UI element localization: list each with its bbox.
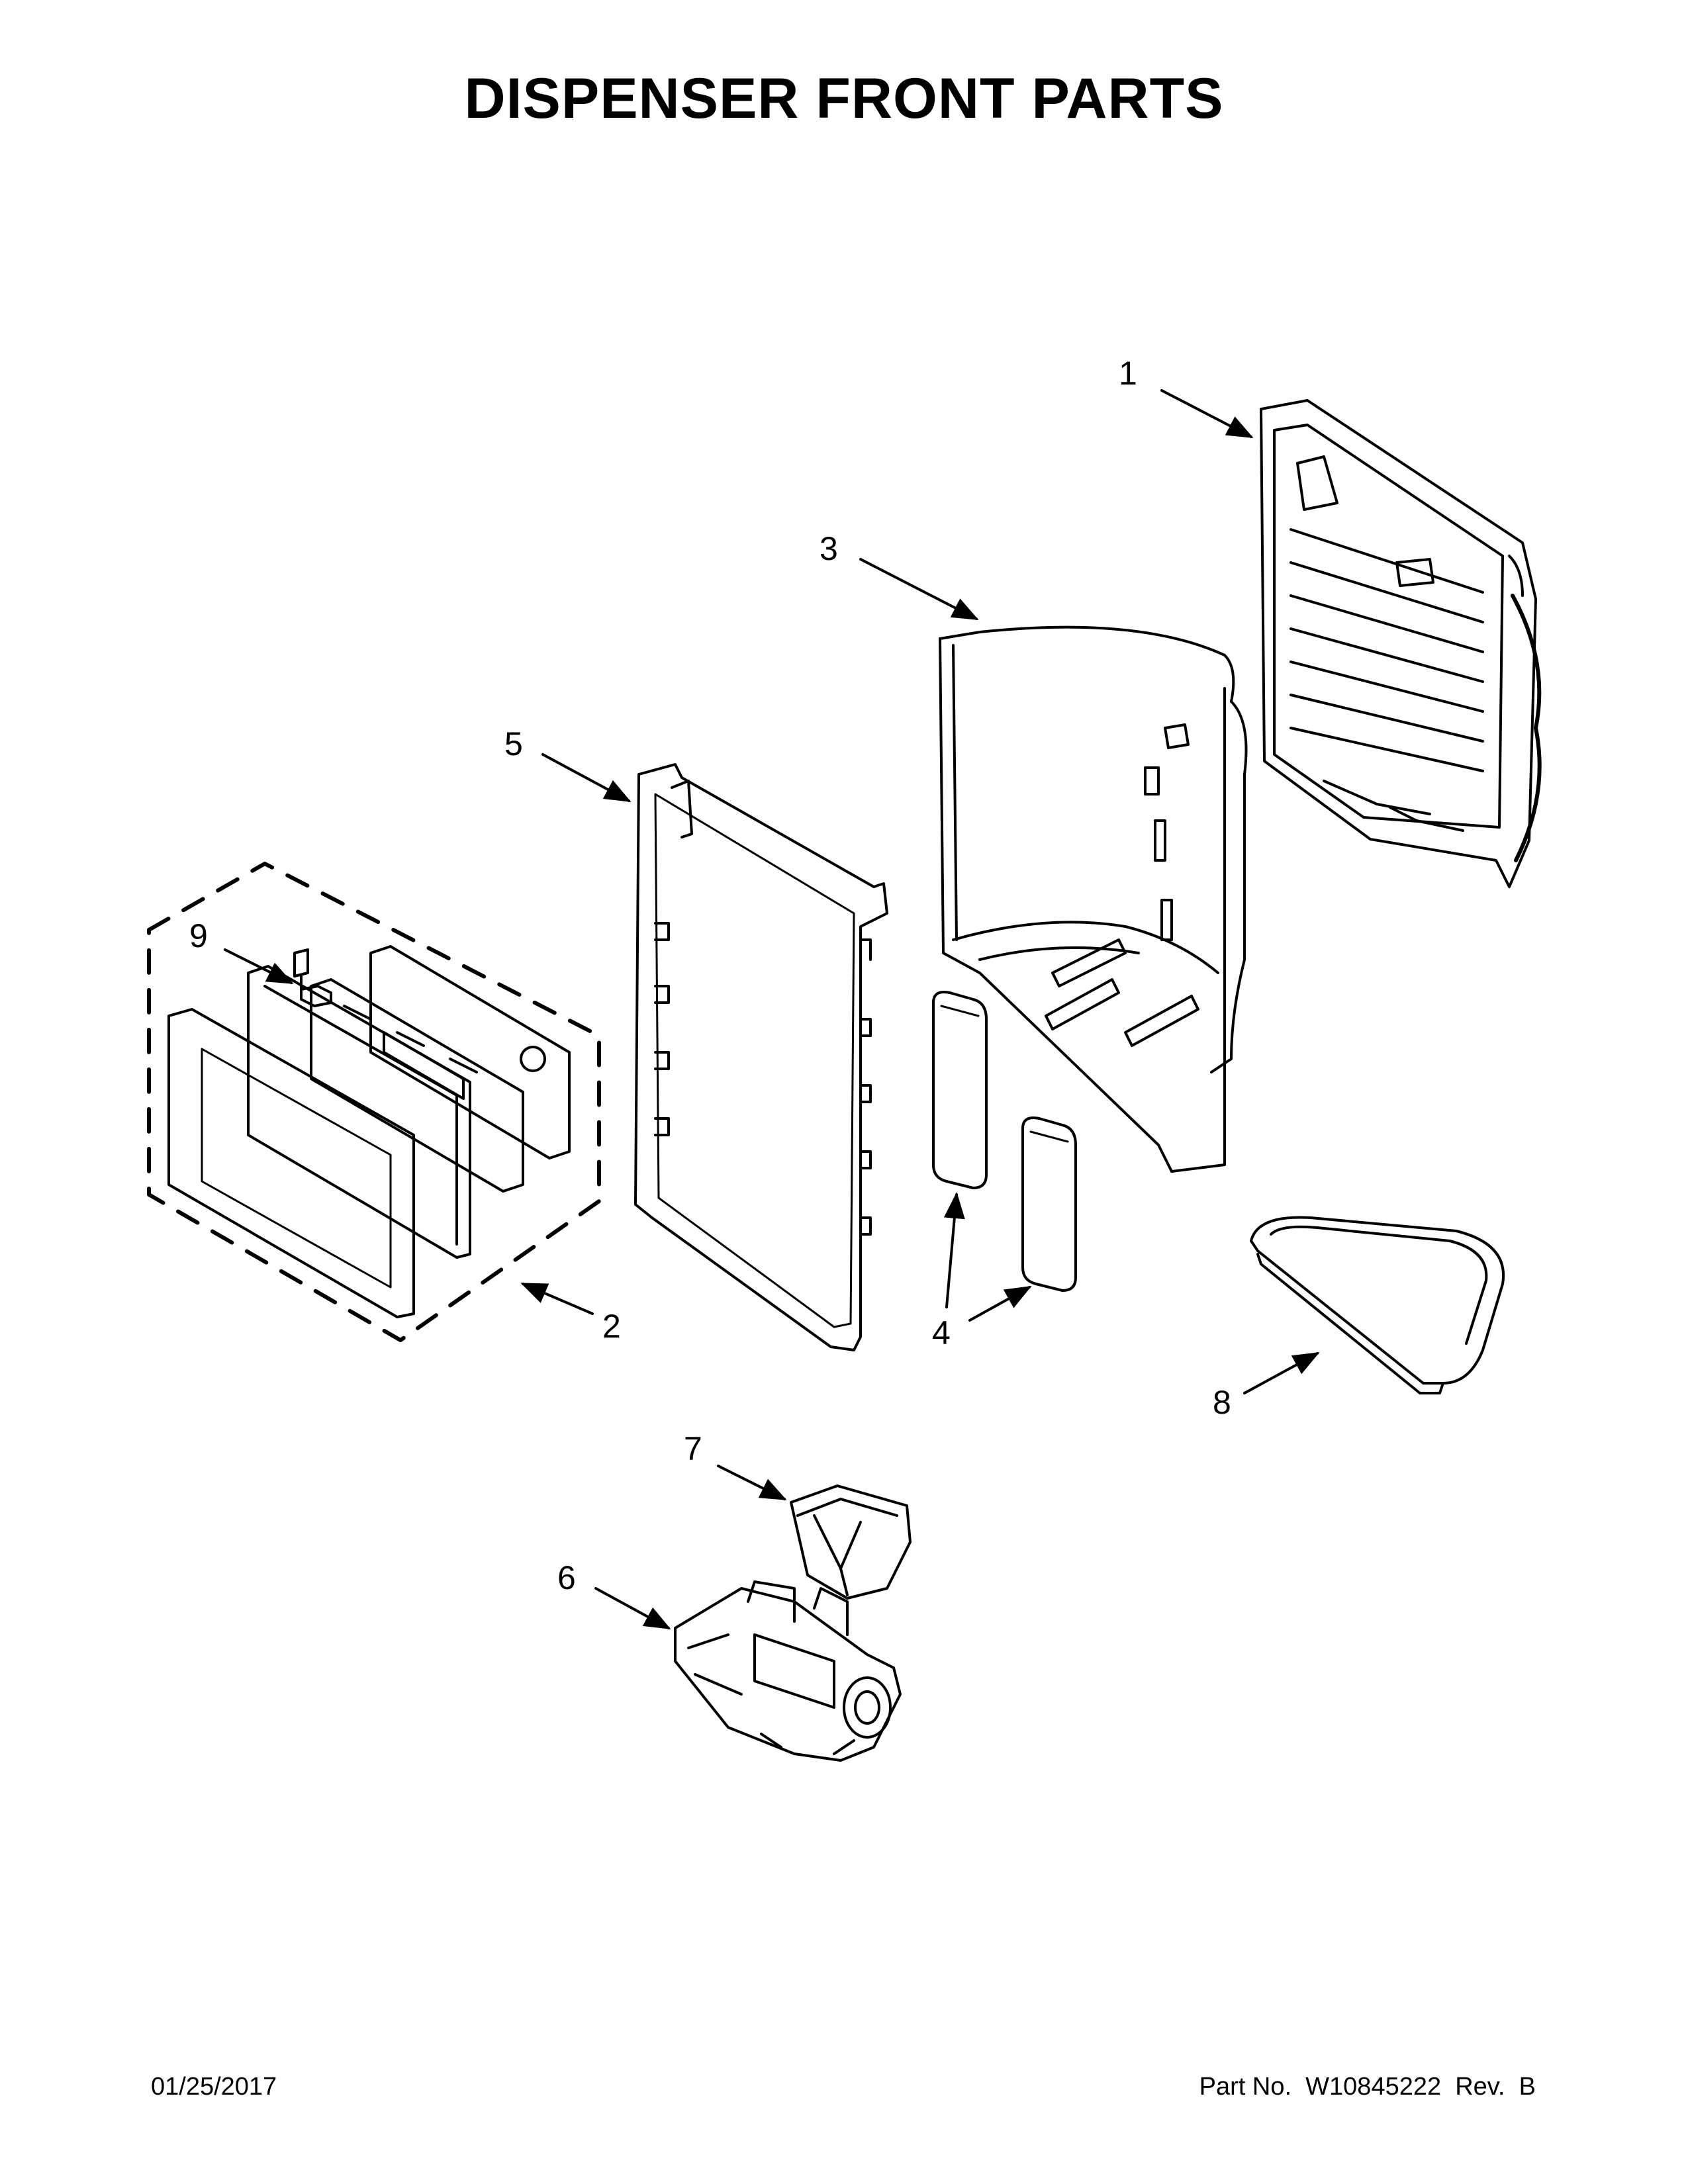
footer-date: 01/25/2017 — [151, 2073, 277, 2101]
arrow-4a — [943, 1192, 965, 1308]
footer-part-number: Part No. W10845222 Rev. B — [1199, 2073, 1536, 2101]
arrow-7 — [717, 1465, 787, 1500]
page-title: DISPENSER FRONT PARTS — [464, 67, 1224, 130]
callout-label-6: 6 — [557, 1559, 576, 1596]
part-7-ice-chute — [790, 1484, 912, 1600]
arrow-9 — [224, 948, 294, 984]
arrow-1 — [1160, 389, 1254, 438]
arrow-6 — [594, 1587, 671, 1629]
part-9-wire-connector — [293, 948, 332, 1007]
callout-arrows — [224, 389, 1320, 1629]
arrow-5 — [541, 753, 632, 802]
part-8-drip-tray — [1250, 1216, 1505, 1394]
part-6-ice-chute-door-assembly — [674, 1580, 902, 1762]
part-4-paddles — [932, 991, 1077, 1292]
part-3-dispenser-recess-liner — [939, 625, 1248, 1173]
part-2-control-assembly — [147, 862, 601, 1342]
arrow-3 — [859, 558, 979, 620]
arrow-4b — [968, 1286, 1032, 1322]
part-5-dispenser-front-frame — [634, 763, 888, 1351]
callout-label-4: 4 — [932, 1314, 951, 1351]
callout-label-9: 9 — [189, 917, 208, 954]
callout-label-7: 7 — [684, 1430, 702, 1467]
callout-label-5: 5 — [504, 725, 523, 762]
callout-label-3: 3 — [820, 530, 838, 567]
callout-label-8: 8 — [1213, 1384, 1231, 1421]
arrow-2 — [520, 1283, 594, 1315]
part-1-dispenser-housing — [1260, 399, 1542, 888]
arrow-8 — [1243, 1352, 1320, 1394]
callout-label-2: 2 — [602, 1308, 621, 1345]
callout-label-1: 1 — [1119, 355, 1137, 392]
